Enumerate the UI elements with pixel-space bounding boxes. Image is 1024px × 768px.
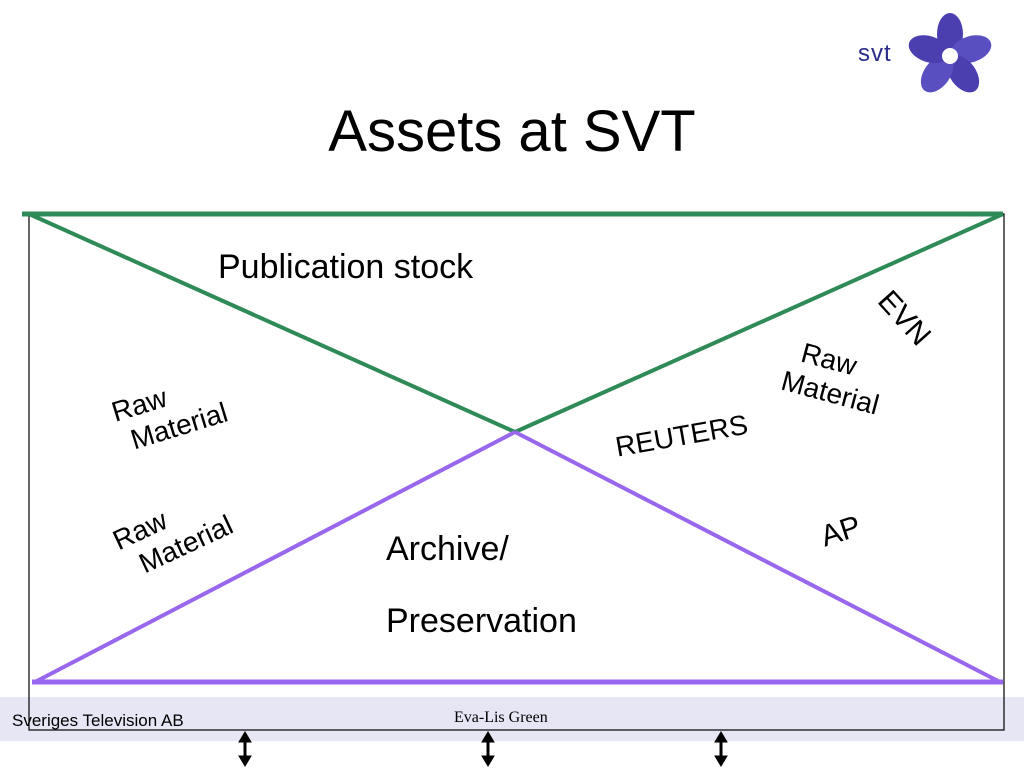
archive-label-line1: Archive/: [386, 530, 509, 568]
publication-stock-label: Publication stock: [218, 248, 474, 286]
page-title: Assets at SVT: [328, 99, 696, 164]
double-arrow-icon: [481, 731, 495, 767]
archive-label-line2: Preservation: [386, 602, 577, 640]
double-arrow-icon: [714, 731, 728, 767]
archive-right-line: [514, 430, 1001, 684]
archive-left-line: [34, 430, 516, 684]
footer-author: Eva-Lis Green: [454, 709, 548, 726]
footer-bar: [0, 697, 1024, 741]
footer-company: Sveriges Television AB: [12, 711, 184, 730]
publication-right-line: [514, 212, 1004, 434]
svt-flower-logo-icon: [908, 13, 992, 93]
svt-logo-text: svt: [858, 40, 892, 67]
publication-left-line: [28, 212, 516, 434]
double-arrow-icon: [238, 731, 252, 767]
outer-frame: [28, 213, 1005, 731]
